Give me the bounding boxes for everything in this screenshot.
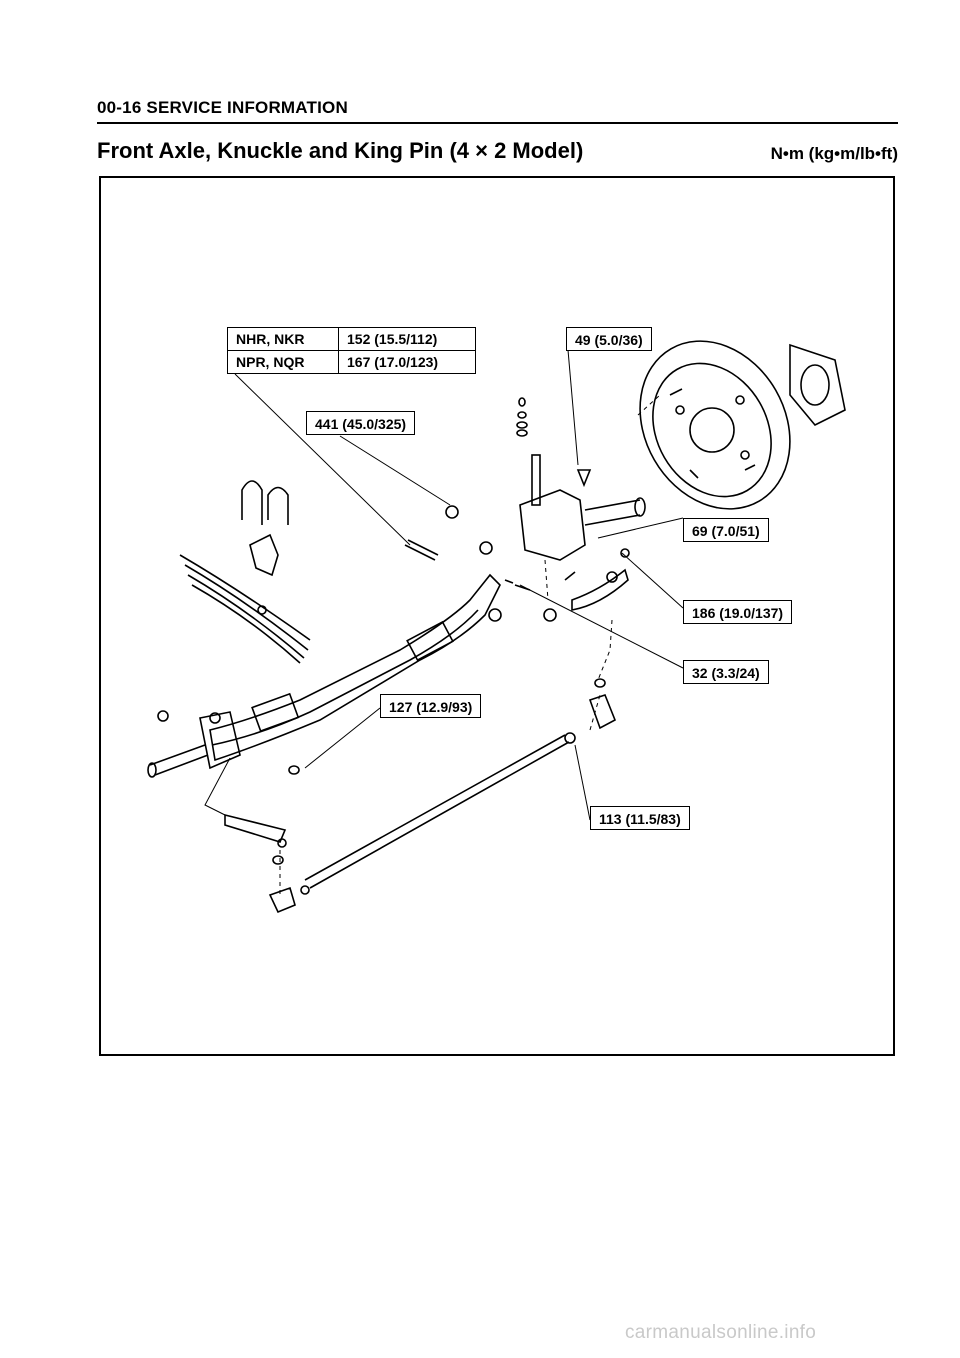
torque-units: N•m (kg•m/lb•ft) [770,144,898,163]
table-row: NHR, NKR 152 (15.5/112) [227,327,476,351]
leaf-spring [179,554,311,664]
assembly-dashes [279,394,661,895]
brake-backing-plate [639,340,791,510]
knuckle-fasteners [445,397,630,622]
torque-callout-32: 32 (3.3/24) [683,660,769,684]
steering-arm [571,568,629,611]
hub-cover-plate [789,343,846,426]
torque-cell: 152 (15.5/112) [338,327,476,351]
tie-rod-end-left [224,813,310,914]
page-title: Front Axle, Knuckle and King Pin (4 × 2 … [97,138,584,163]
watermark: carmanualsonline.info [625,1322,817,1343]
torque-callout-441: 441 (45.0/325) [306,411,416,435]
torque-callout-69: 69 (7.0/51) [683,518,769,542]
u-bolts [241,480,289,525]
spring-seat [249,533,279,577]
torque-callout-186: 186 (19.0/137) [683,600,793,624]
torque-cell: 167 (17.0/123) [338,350,476,374]
table-row: NPR, NQR 167 (17.0/123) [227,350,476,374]
header-rule [97,122,898,124]
diagram-frame [99,176,895,1056]
torque-callout-49: 49 (5.0/36) [566,327,652,351]
king-pin-lock-bolt [404,539,439,561]
section-header: 00-16 SERVICE INFORMATION [97,98,348,117]
tie-rod [304,734,570,889]
steering-knuckle [519,454,646,561]
tie-rod-end-right [564,678,617,744]
model-cell: NHR, NKR [227,327,339,351]
model-cell: NPR, NQR [227,350,339,374]
torque-callout-113: 113 (11.5/83) [590,806,690,830]
torque-spec-table: NHR, NKR 152 (15.5/112) NPR, NQR 167 (17… [227,327,476,374]
axle-beam [209,573,501,762]
leader-lines [204,349,684,821]
left-knuckle [147,710,241,778]
torque-callout-127: 127 (12.9/93) [380,694,482,718]
beam-nut [288,765,300,775]
